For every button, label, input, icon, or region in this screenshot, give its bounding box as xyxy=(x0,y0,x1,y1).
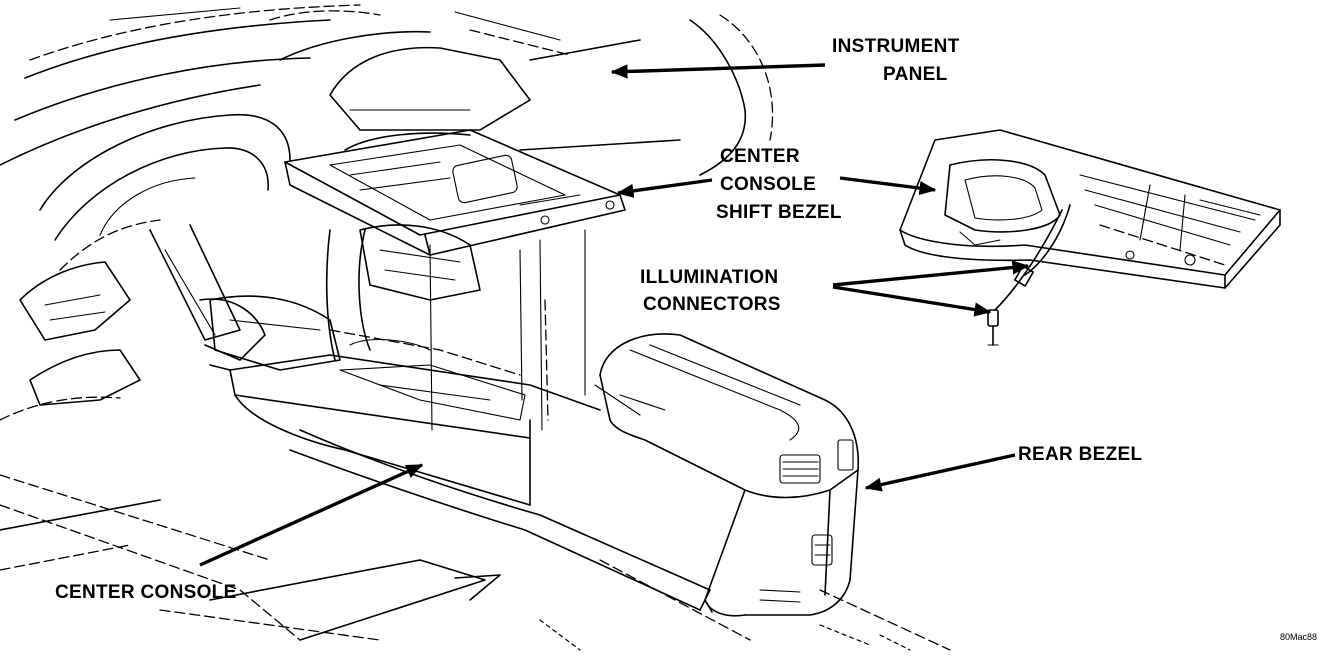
rear-bezel-drawing xyxy=(594,333,860,617)
arrow-center-console xyxy=(199,463,424,567)
label-rear-bezel: REAR BEZEL xyxy=(1018,444,1142,465)
label-instrument-panel-line1: INSTRUMENT xyxy=(832,36,960,57)
label-shift-bezel-line1: CENTER xyxy=(720,146,800,167)
label-instrument-panel-line2: PANEL xyxy=(883,64,948,85)
label-center-console: CENTER CONSOLE xyxy=(55,582,237,603)
arrow-instrument-panel xyxy=(610,63,826,79)
arrow-illumination-lower xyxy=(832,285,992,317)
label-shift-bezel-line3: SHIFT BEZEL xyxy=(716,202,842,223)
arrow-rear-bezel xyxy=(864,453,1016,492)
label-shift-bezel-line2: CONSOLE xyxy=(720,174,816,195)
arrow-shift-bezel-left xyxy=(616,178,713,198)
arrow-illumination-upper xyxy=(832,260,1030,287)
label-illumination-line2: CONNECTORS xyxy=(643,294,781,315)
arrow-shift-bezel-right xyxy=(839,176,937,196)
center-console-drawing xyxy=(0,229,951,651)
figure-code: 80Mac88 xyxy=(1280,632,1317,642)
instrument-panel-drawing xyxy=(0,4,774,421)
label-illumination-line1: ILLUMINATION xyxy=(640,267,778,288)
shift-bezel-detail-drawing xyxy=(899,129,1281,346)
